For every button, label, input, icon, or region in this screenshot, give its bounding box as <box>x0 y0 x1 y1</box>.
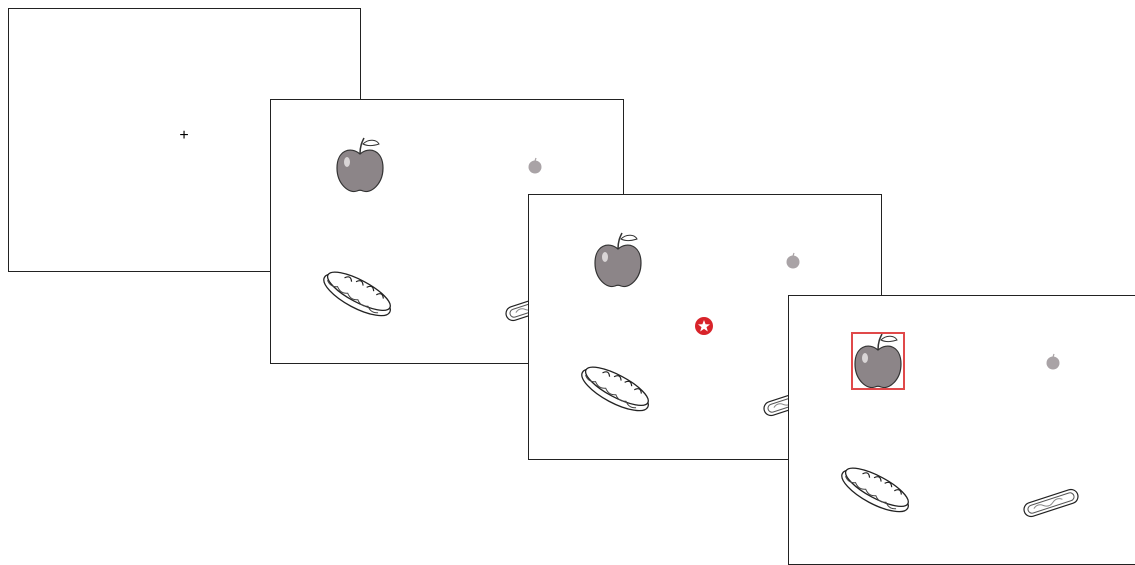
hotdog-icon <box>1019 486 1083 520</box>
selection-frame <box>788 295 1135 565</box>
star-icon <box>693 315 715 337</box>
sandwich-icon <box>577 361 655 415</box>
fixation-cross: + <box>174 126 194 146</box>
sandwich-icon <box>319 266 397 320</box>
selection-box <box>851 332 905 390</box>
small-dot <box>1045 354 1061 370</box>
small-dot <box>527 158 543 174</box>
small-dot <box>785 253 801 269</box>
apple-icon <box>591 231 645 291</box>
sandwich-icon <box>837 462 915 516</box>
apple-icon <box>333 136 387 196</box>
